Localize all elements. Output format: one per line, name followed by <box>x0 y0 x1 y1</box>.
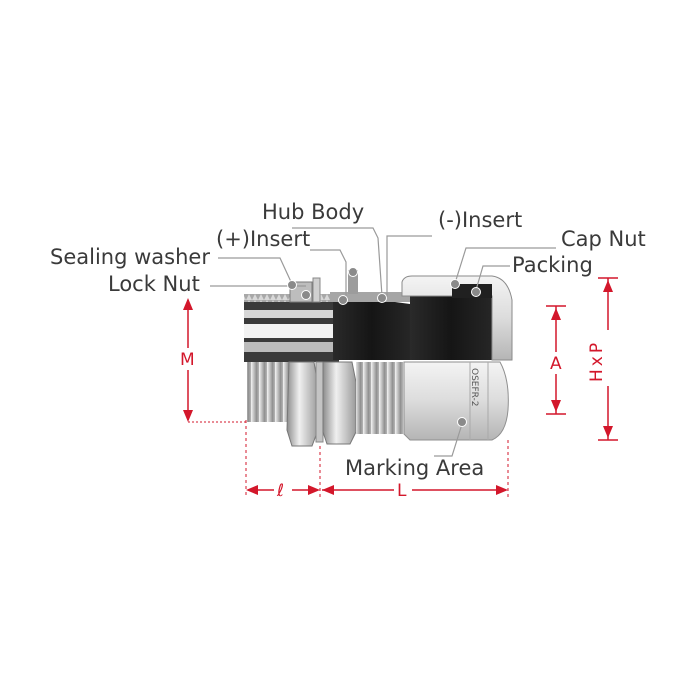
dimension-l-large-label: L <box>397 481 407 501</box>
gland-exterior-view: OSEFR-2 <box>247 361 509 447</box>
hub-body-leader <box>292 227 383 297</box>
lock-nut-label: Lock Nut <box>108 272 200 296</box>
cap-nut-dot <box>450 279 460 289</box>
hub-body-label: Hub Body <box>262 200 364 224</box>
dimension-a-label: A <box>550 354 562 374</box>
gland-section-view <box>244 270 513 362</box>
hub-body-exterior <box>322 361 357 445</box>
lock-nut-dot <box>301 290 311 300</box>
plus-insert-section <box>333 300 410 360</box>
marking-area-label: Marking Area <box>345 456 484 480</box>
sealing-washer-dot <box>287 280 297 290</box>
center-thread <box>356 362 404 434</box>
marking-area-dot <box>457 417 467 427</box>
sealing-washer-label: Sealing washer <box>50 245 210 269</box>
sealing-washer-leader <box>218 257 293 285</box>
minus-insert-section <box>410 296 492 360</box>
cap-nut-label: Cap Nut <box>561 227 646 251</box>
cap-nut-leader <box>455 247 556 281</box>
marking-text: OSEFR-2 <box>469 368 479 407</box>
packing-leader <box>475 265 510 291</box>
leader-lines <box>210 227 556 457</box>
lock-nut-exterior <box>286 361 319 447</box>
dimension-hxp-label: HxP <box>587 340 607 382</box>
leader-dots <box>287 267 481 427</box>
part-labels: Hub Body (-)Insert (+)Insert Cap Nut Sea… <box>50 200 646 480</box>
plus-insert-dot <box>338 295 348 305</box>
sealing-washer-exterior <box>315 361 324 443</box>
plus-insert-leader <box>310 249 347 298</box>
marking-area-leader <box>434 423 463 457</box>
dimension-lines <box>183 277 618 498</box>
plus-insert-dot-2 <box>348 267 358 277</box>
dimension-labels: M A HxP ℓ L <box>176 330 618 501</box>
sealing-washer-section <box>312 277 321 303</box>
cap-nut-exterior <box>403 361 509 441</box>
packing-label: Packing <box>512 253 593 277</box>
dimension-m-label: M <box>180 350 195 370</box>
packing-dot <box>471 287 481 297</box>
minus-insert-label: (-)Insert <box>438 208 522 232</box>
plus-insert-label: (+)Insert <box>216 227 310 251</box>
minus-insert-leader <box>386 235 432 297</box>
hub-body-dot <box>377 293 387 303</box>
dimension-l-small-label: ℓ <box>276 481 284 501</box>
entry-thread <box>247 362 289 422</box>
